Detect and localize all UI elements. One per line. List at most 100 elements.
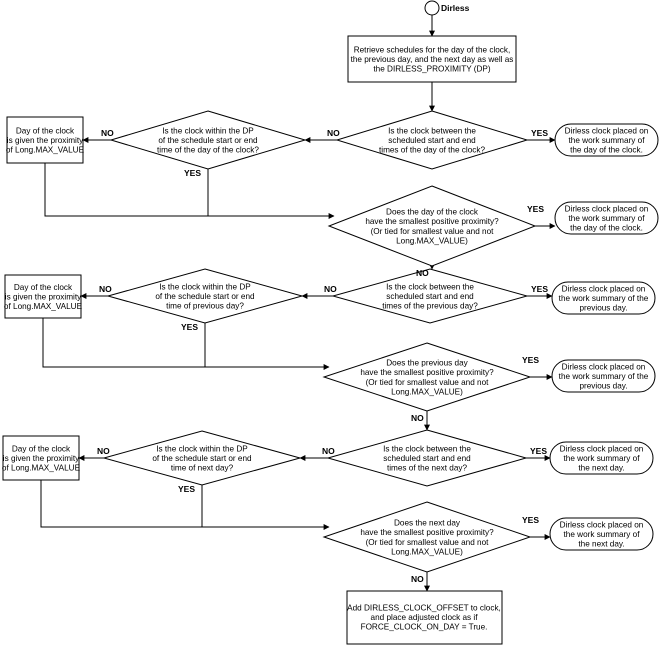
- placed-smallest-text-line: Dirless clock placed on: [565, 204, 649, 213]
- max-value-text-line: is given the proximity: [7, 136, 84, 145]
- between-text-line: scheduled start and end: [388, 136, 476, 145]
- placed-smallest-text-line: the next day.: [578, 540, 624, 549]
- max-value-text-line: Day of the clock: [12, 444, 71, 453]
- smallest-text-line: have the smallest positive proximity?: [360, 368, 494, 377]
- within-text-line: Is the clock within the DP: [162, 126, 254, 135]
- between-text-line: times of the day of the clock?: [379, 146, 485, 155]
- placed-smallest-text-line: the day of the clock.: [570, 224, 643, 233]
- smallest-text-line: have the smallest positive proximity?: [365, 217, 499, 226]
- smallest-text-line: (Or tied for smallest value and not: [371, 227, 495, 236]
- arrow-max-to-smallest: [42, 318, 330, 370]
- within-text-line: Is the clock within the DP: [159, 282, 251, 291]
- no-label: NO: [324, 284, 337, 294]
- smallest-text-line: Does the next day: [394, 519, 461, 528]
- max-value-text-line: of Long.MAX_VALUE: [6, 146, 85, 155]
- placed-between-text-line: Dirless clock placed on: [565, 126, 649, 135]
- placed-between-terminal: [551, 281, 656, 315]
- final-text-line: Add DIRLESS_CLOCK_OFFSET to clock,: [347, 603, 501, 612]
- no-label: NO: [416, 268, 429, 278]
- placed-smallest-text-line: the work summary of the: [559, 372, 649, 381]
- smallest-text-line: Does the previous day: [386, 359, 468, 368]
- within-decision: [106, 268, 304, 324]
- smallest-decision: [322, 342, 532, 412]
- placed-between-terminal: [554, 123, 659, 157]
- placed-between-text-line: Dirless clock placed on: [562, 284, 646, 293]
- connectors: [40, 15, 556, 592]
- smallest-text-line: Long.MAX_VALUE): [391, 387, 463, 396]
- smallest-decision: [327, 185, 537, 267]
- smallest-decision: [322, 501, 532, 573]
- between-text-line: scheduled start and end: [383, 454, 471, 463]
- placed-smallest-text-line: Dirless clock placed on: [560, 520, 644, 529]
- between-text-line: scheduled start and end: [386, 292, 474, 301]
- max-value-box: [4, 274, 82, 319]
- placed-smallest-text-line: previous day.: [579, 382, 627, 391]
- within-text-line: time of previous day?: [166, 302, 244, 311]
- between-text-line: Is the clock between the: [388, 126, 476, 135]
- no-label: NO: [327, 128, 340, 138]
- between-text-line: Is the clock between the: [383, 444, 471, 453]
- start-label: Dirless: [441, 3, 470, 13]
- within-text-line: of the schedule start or end: [158, 136, 258, 145]
- final-text-line: and place adjusted clock as if: [371, 613, 479, 622]
- within-text-line: of the schedule start or end: [152, 454, 252, 463]
- retrieve-text-line: Retrieve schedules for the day of the cl…: [354, 45, 511, 54]
- max-value-text-line: of Long.MAX_VALUE: [2, 464, 81, 473]
- max-value-text-line: Day of the clock: [16, 126, 75, 135]
- no-label: NO: [322, 446, 335, 456]
- max-value-text-line: is given the proximity: [5, 293, 82, 302]
- placed-smallest-terminal: [551, 359, 656, 393]
- within-text-line: of the schedule start or end: [155, 292, 255, 301]
- yes-label: YES: [530, 446, 547, 456]
- no-label: NO: [411, 413, 424, 423]
- placed-between-text-line: the work summary of: [564, 454, 641, 463]
- smallest-text-line: Long.MAX_VALUE): [396, 236, 468, 245]
- placed-smallest-text-line: Dirless clock placed on: [562, 362, 646, 371]
- placed-smallest-text-line: the work summary of: [564, 530, 641, 539]
- max-value-text-line: Day of the clock: [14, 283, 73, 292]
- smallest-text-line: Long.MAX_VALUE): [391, 547, 463, 556]
- no-label: NO: [97, 446, 110, 456]
- yes-label: YES: [184, 168, 201, 178]
- placed-between-text-line: previous day.: [579, 304, 627, 313]
- max-value-box: [2, 435, 80, 481]
- arrow-max-to-smallest: [44, 163, 335, 219]
- between-text-line: times of the previous day?: [382, 302, 478, 311]
- yes-label: YES: [522, 355, 539, 365]
- placed-smallest-terminal: [549, 517, 654, 551]
- no-label: NO: [411, 574, 424, 584]
- placed-smallest-terminal: [554, 201, 659, 235]
- yes-label: YES: [181, 322, 198, 332]
- placed-between-text-line: Dirless clock placed on: [560, 444, 644, 453]
- max-value-box: [6, 116, 84, 164]
- no-label: NO: [101, 128, 114, 138]
- placed-between-terminal: [549, 441, 654, 475]
- edge-labels: YESNONOYESYESNOYESNONOYESYESNOYESNONOYES…: [97, 128, 548, 584]
- between-text-line: times of the next day?: [387, 464, 468, 473]
- placed-between-text-line: the next day.: [578, 464, 624, 473]
- start-terminal: [424, 0, 440, 16]
- retrieve-box: [347, 35, 517, 83]
- max-value-text-line: is given the proximity: [3, 454, 80, 463]
- between-text-line: Is the clock between the: [386, 282, 474, 291]
- placed-between-text-line: the work summary of: [569, 136, 646, 145]
- final-text-line: FORCE_CLOCK_ON_DAY = True.: [361, 623, 488, 632]
- between-decision: [326, 429, 528, 487]
- between-decision: [335, 110, 529, 170]
- yes-label: YES: [522, 515, 539, 525]
- within-decision: [102, 430, 302, 486]
- within-text-line: time of next day?: [171, 464, 234, 473]
- placed-between-text-line: the day of the clock.: [570, 146, 643, 155]
- final-box: [346, 590, 503, 645]
- within-text-line: time of the day of the clock?: [157, 146, 259, 155]
- placed-smallest-text-line: the work summary of: [569, 214, 646, 223]
- smallest-text-line: (Or tied for smallest value and not: [366, 538, 490, 547]
- smallest-text-line: (Or tied for smallest value and not: [366, 378, 490, 387]
- within-decision: [109, 110, 307, 170]
- smallest-text-line: have the smallest positive proximity?: [360, 528, 494, 537]
- no-label: NO: [99, 284, 112, 294]
- yes-label: YES: [531, 128, 548, 138]
- placed-between-text-line: the work summary of the: [559, 294, 649, 303]
